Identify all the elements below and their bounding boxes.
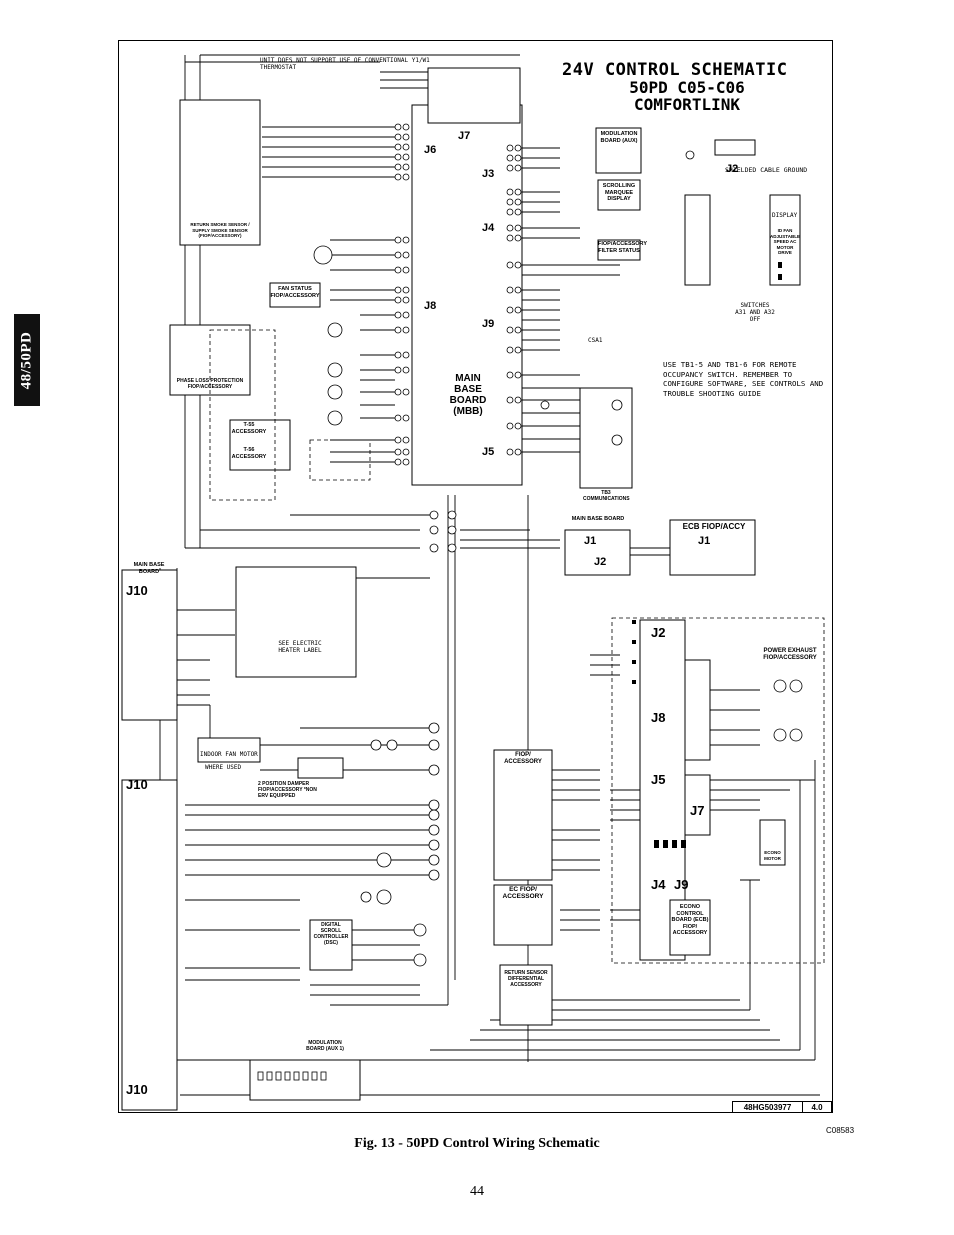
- connector-j4: J4: [482, 222, 495, 234]
- heater-label: SEE ELECTRIC HEATER LABEL: [278, 640, 322, 654]
- connector-j1-mbb: J1: [584, 535, 597, 547]
- schematic-title: 24V CONTROL SCHEMATIC 50PD C05-C06 COMFO…: [562, 60, 812, 114]
- main-base-board-label: MAIN BASE BOARD (MBB): [449, 373, 487, 417]
- figure-caption: Fig. 13 - 50PD Control Wiring Schematic: [354, 1136, 600, 1151]
- phase-loss-label: PHASE LOSS PROTECTION FIOP/ACCESSORY: [176, 378, 244, 390]
- connector-j6: J6: [424, 144, 437, 156]
- document-number-box: 48HG503977 4.0: [732, 1101, 832, 1113]
- tb3-communications-label: TB3 COMMUNICATIONS: [583, 490, 630, 502]
- t56-label: T-56 ACCESSORY: [231, 447, 267, 460]
- connector-j4-econo: J4: [651, 877, 666, 892]
- indoor-fan-label: INDOOR FAN MOTOR: [200, 751, 258, 758]
- connector-j1-ecb: J1: [698, 535, 711, 547]
- connector-j8: J8: [424, 300, 437, 312]
- damper-label: 2 POSITION DAMPER FIOP/ACCESSORY *NON ER…: [258, 781, 317, 799]
- power-exhaust-label: POWER EXHAUST FIOP/ACCESSORY: [763, 648, 817, 661]
- where-used-label: WHERE USED: [205, 764, 242, 771]
- figure-code: C08583: [826, 1126, 855, 1135]
- filter-status-label: FIOP/ACCESSORY FILTER STATUS: [598, 241, 647, 254]
- t55-label: T-55 ACCESSORY: [231, 422, 267, 435]
- csa1-label: CSA1: [588, 337, 603, 344]
- connector-j2-mbb: J2: [594, 556, 607, 568]
- ec-fiop-label: EC FIOP/ ACCESSORY: [502, 886, 544, 900]
- connector-j3: J3: [482, 168, 495, 180]
- modulation-board-aux-label: MODULATION BOARD (AUX 1): [306, 1040, 344, 1052]
- dsc-label: DIGITAL SCROLL CONTROLLER (DSC): [313, 922, 349, 946]
- page-number: 44: [470, 1184, 484, 1199]
- connector-j5: J5: [482, 446, 495, 458]
- scrolling-display-label: SCROLLING MARQUEE DISPLAY: [602, 183, 636, 202]
- title-line-3: COMFORTLINK: [634, 95, 740, 114]
- connector-j10-c: J10: [126, 1082, 148, 1097]
- connector-j7-econo: J7: [690, 803, 705, 818]
- connector-j5-econo: J5: [651, 772, 666, 787]
- connector-j10-a: J10: [126, 583, 148, 598]
- connector-j2-ecb: J2: [726, 163, 739, 175]
- modulation-board-label: MODULATION BOARD (AUX): [600, 131, 638, 144]
- connector-j9: J9: [482, 318, 495, 330]
- document-number: 48HG503977: [733, 1102, 803, 1112]
- ecb-fiop-accy-label: ECB FIOP/ACCY: [682, 522, 746, 531]
- econo-board-label: ECONO CONTROL BOARD (ECB) FIOP/ ACCESSOR…: [671, 904, 709, 936]
- display-label: DISPLAY: [772, 212, 798, 219]
- schematic-frame: [118, 40, 833, 1113]
- econo-motor-label: ECONO MOTOR: [764, 850, 781, 861]
- smoke-sensor-label: RETURN SMOKE SENSOR / SUPPLY SMOKE SENSO…: [190, 222, 250, 238]
- connector-j9-econo: J9: [674, 877, 689, 892]
- side-tab: 48/50PD: [14, 314, 40, 406]
- return-sensor-label: RETURN SENSOR DIFFERENTIAL ACCESSORY: [504, 970, 548, 988]
- connector-j10-b: J10: [126, 777, 148, 792]
- fiop-accessory-label: FIOP/ ACCESSORY: [504, 752, 542, 765]
- shielded-cable-label: SHIELDED CABLE GROUND: [725, 166, 808, 174]
- main-base-board-left-label: MAIN BASE BOARD: [133, 562, 165, 575]
- connector-j8-econo: J8: [651, 710, 666, 725]
- title-line-1: 24V CONTROL SCHEMATIC: [562, 60, 788, 80]
- top-note: UNIT DOES NOT SUPPORT USE OF CONVENTIONA…: [260, 57, 430, 71]
- revision-number: 4.0: [811, 1102, 823, 1112]
- connector-j7: J7: [458, 130, 471, 142]
- title-line-2: 50PD C05-C06: [629, 78, 745, 97]
- connector-j2-econo: J2: [651, 625, 666, 640]
- id-fan-label: ID FAN ADJUSTABLE SPEED AC MOTOR DRIVE: [770, 228, 800, 255]
- fan-status-label: FAN STATUS FIOP/ACCESSORY: [270, 286, 320, 299]
- switches-label: SWITCHES A31 AND A32 OFF: [735, 302, 775, 323]
- remote-occupancy-note: USE TB1-5 AND TB1-6 FOR REMOTE OCCUPANCY…: [663, 360, 824, 398]
- main-base-board-mid-label: MAIN BASE BOARD: [571, 516, 625, 522]
